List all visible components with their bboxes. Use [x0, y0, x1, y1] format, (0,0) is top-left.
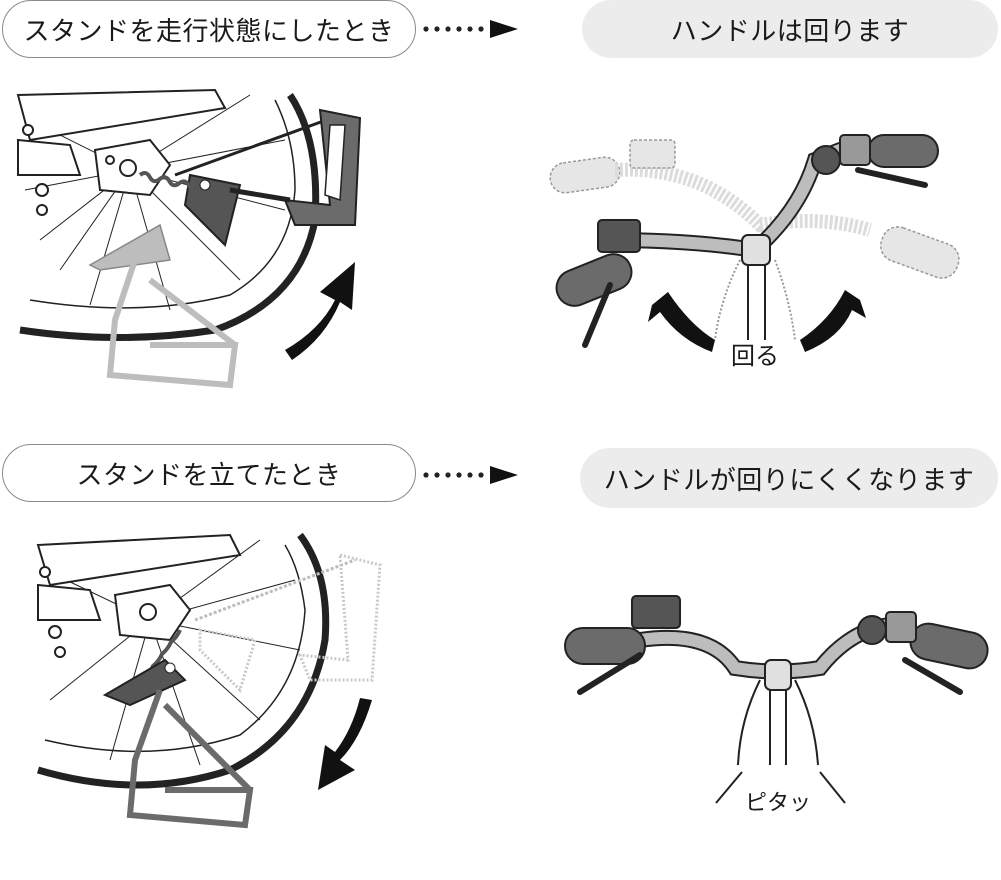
- stand-plate-dark-bottom: [102, 658, 187, 707]
- lock-mark-right: [819, 771, 846, 804]
- condition-text-standing: スタンドを立てたとき: [76, 460, 342, 491]
- stem-clamp-bottom: [764, 659, 792, 691]
- rear-carrier-top: [16, 88, 227, 216]
- right-brake-lever-top: [855, 167, 928, 188]
- left-brake-lever-top: [582, 282, 613, 348]
- condition-label-standing: スタンドを立てたとき: [2, 444, 416, 502]
- lock-ghost-bottom: [198, 553, 382, 693]
- link-rod-top: [229, 187, 291, 203]
- dotted-arrow-bottom: [423, 466, 518, 484]
- seat-stay-bottom: [194, 558, 356, 622]
- bolt-top: [199, 179, 211, 191]
- rear-wheel-bottom: [37, 532, 330, 789]
- display-unit-top: [597, 219, 641, 253]
- rear-wheel-top: [19, 93, 320, 341]
- up-arrow-icon: [285, 262, 355, 360]
- rotate-right-arrow-icon: [800, 290, 866, 352]
- down-arrow-icon: [318, 698, 372, 790]
- left-grip-top: [555, 253, 633, 307]
- spring-top: [138, 171, 200, 192]
- stand-legs-dark-bottom: [126, 688, 254, 829]
- rear-carrier-bottom: [36, 533, 242, 658]
- right-brake-lever-bottom: [902, 657, 963, 695]
- dotted-arrow-top: [423, 20, 518, 38]
- left-grip-bottom: [564, 627, 646, 665]
- spring-bottom: [133, 629, 182, 692]
- right-grip-top: [867, 134, 939, 168]
- frame-hub-bottom: [113, 583, 192, 642]
- result-label-hard-to-rotate: ハンドルが回りにくくなります: [580, 448, 998, 508]
- stem-top: [714, 250, 796, 341]
- right-grip-bottom: [909, 622, 989, 670]
- stand-plate-dark-top: [183, 173, 242, 247]
- bell-top: [811, 145, 841, 175]
- rotate-left-arrow-icon: [648, 292, 715, 352]
- condition-label-running: スタンドを走行状態にしたとき: [2, 0, 416, 58]
- handlebar-ghost: [549, 139, 960, 279]
- display-unit-bottom: [631, 595, 681, 629]
- handlebar-main-top: [604, 144, 846, 257]
- result-text-rotates: ハンドルは回ります: [670, 16, 910, 47]
- lock-dark-top: [283, 108, 362, 226]
- handlebar-main-bottom: [634, 619, 896, 678]
- stem-clamp-top: [741, 234, 771, 266]
- caption-rotate: 回る: [731, 342, 779, 370]
- frame-hub-top: [93, 138, 172, 197]
- condition-text-running: スタンドを走行状態にしたとき: [23, 16, 395, 47]
- lock-mark-left: [715, 771, 743, 804]
- caption-locked: ピタッ: [745, 791, 812, 816]
- stem-bottom: [737, 679, 819, 766]
- seat-stay-top: [174, 113, 341, 177]
- left-brake-lever-bottom: [577, 652, 643, 695]
- result-label-rotates: ハンドルは回ります: [582, 0, 998, 58]
- bell-bottom: [857, 615, 887, 645]
- result-text-hard-to-rotate: ハンドルが回りにくくなります: [603, 465, 975, 496]
- stand-light-top: [88, 223, 239, 389]
